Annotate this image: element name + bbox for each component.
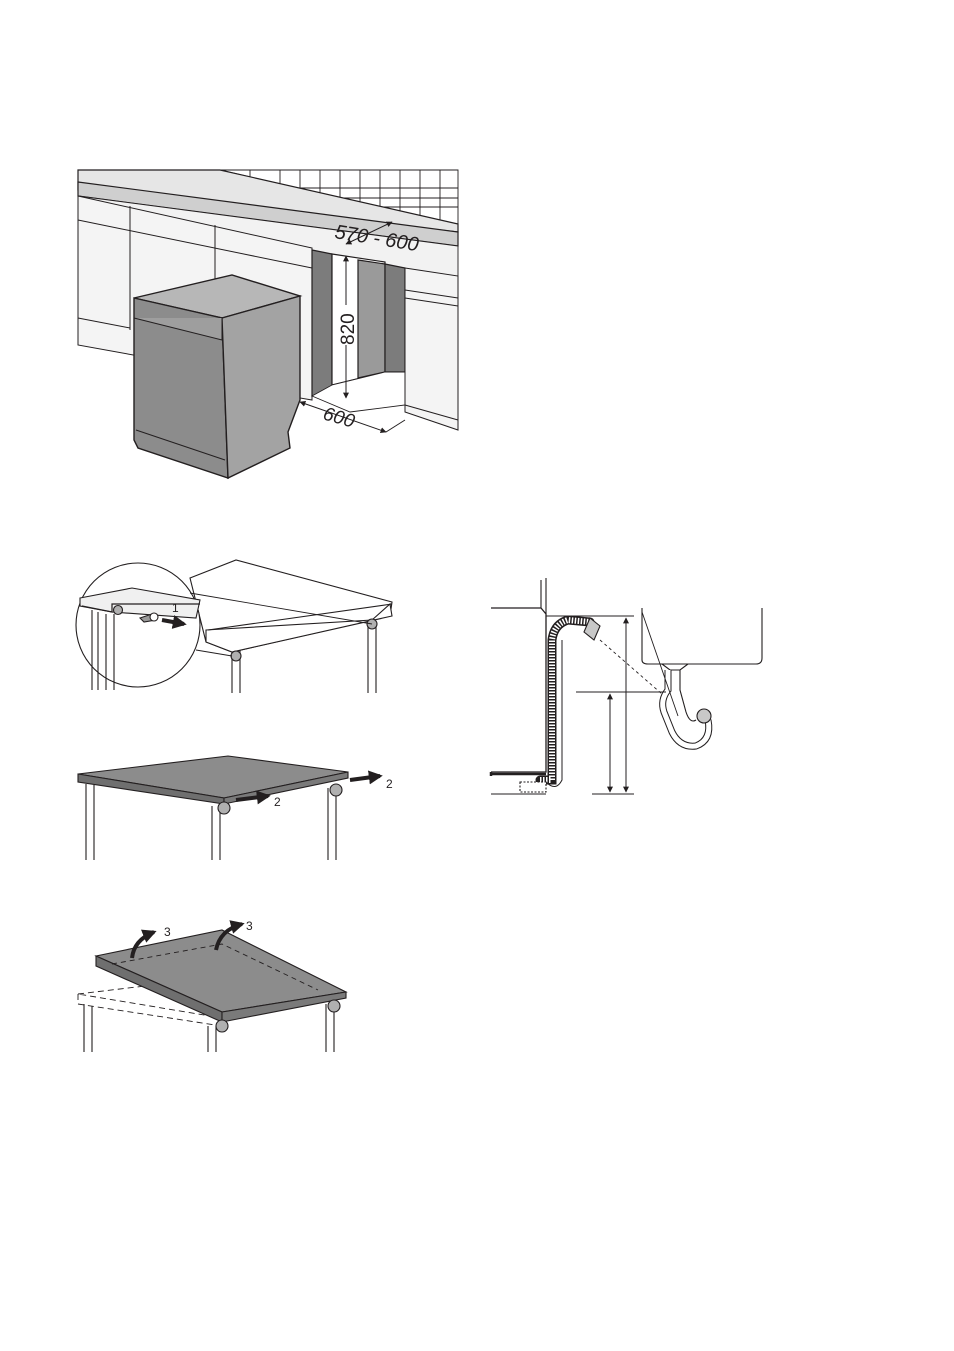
height-dimensions bbox=[546, 616, 666, 794]
recess-left-wall bbox=[312, 250, 332, 396]
drain-hose bbox=[520, 618, 600, 792]
figure-remove-screws bbox=[76, 560, 392, 693]
dishwasher-appliance bbox=[134, 275, 300, 478]
figure-drain-hose bbox=[491, 578, 762, 794]
step-label-1: 1 bbox=[172, 601, 179, 615]
dishwasher-side bbox=[222, 296, 300, 478]
step-label-3b: 3 bbox=[246, 919, 253, 933]
sink-with-siphon bbox=[642, 608, 762, 746]
arrow-step-2b bbox=[350, 776, 380, 780]
step-label-2a: 2 bbox=[274, 795, 281, 809]
figure-lift-worktop bbox=[78, 924, 346, 1052]
drain-connector bbox=[697, 709, 711, 723]
cabinet-wall bbox=[491, 608, 546, 772]
figure-recess-dimensions bbox=[78, 170, 458, 478]
dim-height: 820 bbox=[338, 313, 359, 345]
right-cabinet bbox=[405, 268, 458, 430]
worktop-plate bbox=[78, 756, 348, 798]
step-label-2b: 2 bbox=[386, 777, 393, 791]
step-label-3a: 3 bbox=[164, 925, 171, 939]
recess-right-wall bbox=[358, 260, 385, 378]
figure-slide-worktop bbox=[78, 756, 380, 860]
